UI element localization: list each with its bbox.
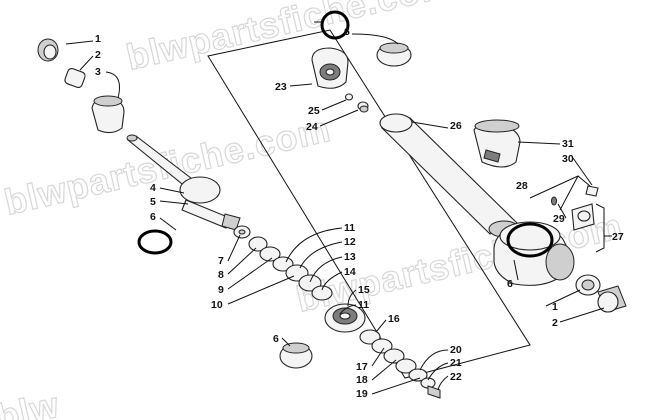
callout-19: 19 bbox=[356, 388, 368, 400]
o-ring-body bbox=[506, 222, 554, 258]
lower-spacer-2 bbox=[597, 285, 627, 313]
watermark-bottom: blw bbox=[0, 384, 63, 420]
callout-16: 16 bbox=[388, 313, 400, 325]
callout-24: 24 bbox=[306, 121, 318, 133]
sleeve-31 bbox=[473, 119, 521, 168]
fill-screw-24 bbox=[357, 101, 369, 113]
bump-cap-3 bbox=[91, 95, 125, 134]
callout-11-upper: 11 bbox=[344, 222, 355, 234]
callout-5: 5 bbox=[150, 196, 156, 208]
shaft-eye-housing bbox=[179, 176, 241, 231]
callout-31: 31 bbox=[562, 138, 574, 150]
washer-stack-lower bbox=[233, 225, 333, 301]
callout-3: 3 bbox=[95, 66, 101, 78]
callout-23: 23 bbox=[275, 81, 287, 93]
valve-fitting-27 bbox=[571, 203, 595, 231]
callout-21: 21 bbox=[450, 357, 462, 369]
shock-body-tube-26 bbox=[379, 113, 520, 238]
callout-22: 22 bbox=[450, 371, 462, 383]
callout-9: 9 bbox=[218, 284, 224, 296]
wear-band-top bbox=[376, 42, 412, 67]
reservoir-piston-23 bbox=[311, 47, 349, 89]
piston-15 bbox=[324, 303, 366, 333]
callout-13: 13 bbox=[344, 251, 356, 263]
small-o-ring-25 bbox=[344, 93, 354, 101]
callout-1-bottom: 1 bbox=[552, 301, 558, 313]
callout-7: 7 bbox=[218, 255, 224, 267]
o-ring-top bbox=[320, 10, 350, 40]
callout-1-top: 1 bbox=[95, 33, 101, 45]
callout-6-left: 6 bbox=[150, 211, 156, 223]
callout-4: 4 bbox=[150, 182, 156, 194]
callout-2-top: 2 bbox=[95, 49, 101, 61]
valve-screw-30 bbox=[585, 185, 599, 197]
upper-spacer-2 bbox=[64, 67, 86, 89]
callout-labels: 1 2 3 4 5 6 6 6 6 7 8 9 10 11 12 13 14 1… bbox=[95, 26, 624, 400]
callout-8: 8 bbox=[218, 269, 224, 281]
callout-29: 29 bbox=[553, 213, 565, 225]
callout-25: 25 bbox=[308, 105, 320, 117]
callout-6-body: 6 bbox=[507, 278, 513, 290]
callout-20: 20 bbox=[450, 344, 462, 356]
callout-28-bracket bbox=[529, 175, 591, 211]
callout-14: 14 bbox=[344, 266, 356, 278]
callout-18: 18 bbox=[356, 374, 368, 386]
callout-6-lower: 6 bbox=[273, 333, 279, 345]
callout-17: 17 bbox=[356, 361, 368, 373]
callout-11-lower: 11 bbox=[358, 299, 369, 311]
wear-band-lower bbox=[279, 342, 313, 369]
upper-bushing-1 bbox=[37, 38, 59, 62]
lower-bushing-1 bbox=[575, 274, 601, 296]
callout-15: 15 bbox=[358, 284, 370, 296]
washer-stack-valve bbox=[359, 329, 441, 399]
callout-6-top: 6 bbox=[344, 26, 350, 38]
o-ring-left bbox=[137, 229, 173, 255]
callout-10: 10 bbox=[211, 299, 223, 311]
callout-27: 27 bbox=[612, 231, 624, 243]
callout-12: 12 bbox=[344, 236, 356, 248]
callout-28: 28 bbox=[516, 180, 528, 192]
assembly-outline-box bbox=[207, 29, 531, 379]
callout-26: 26 bbox=[450, 120, 462, 132]
callout-30: 30 bbox=[562, 153, 574, 165]
o-ring-29 bbox=[551, 196, 557, 206]
callout-2-bottom: 2 bbox=[552, 317, 558, 329]
leader-lines bbox=[65, 21, 612, 395]
